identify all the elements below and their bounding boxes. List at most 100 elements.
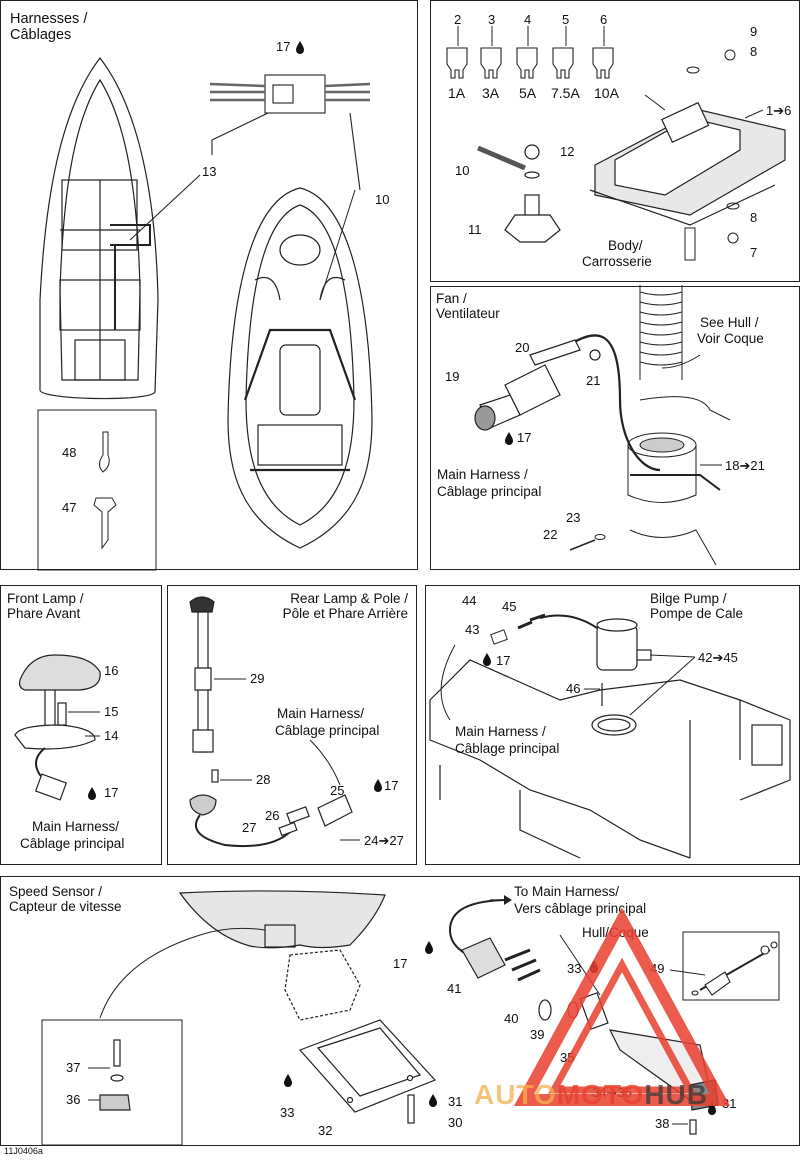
callout-44: 44: [462, 593, 476, 608]
body-label: Body/Carrosserie: [582, 238, 652, 269]
callout-36: 36: [66, 1092, 80, 1107]
callout-41: 41: [447, 981, 461, 996]
boat-hull-top-view: [39, 57, 159, 400]
callout-33-bottom: 33: [280, 1105, 294, 1120]
callout-38: 38: [655, 1116, 669, 1131]
fuse-row: 2 3 4 5 6 1A 3A 5A 7.5A 10A: [446, 12, 620, 101]
callout-47: 47: [62, 500, 76, 515]
fuse-rating-7-5a: 7.5A: [551, 85, 580, 101]
fuse-number-6: 6: [600, 12, 607, 27]
fuse-rating-10a: 10A: [594, 85, 620, 101]
front-lamp-panel: [0, 585, 162, 865]
callout-21: 21: [586, 373, 600, 388]
callout-45: 45: [502, 599, 516, 614]
axle-inset-box: [682, 931, 780, 1001]
speed-sensor-connector: [461, 934, 609, 1030]
ss-to-main-label: To Main Harness/Vers câblage principal: [514, 884, 646, 916]
callout-26: 26: [265, 808, 279, 823]
callout-23: 23: [566, 510, 580, 525]
callout-48: 48: [62, 445, 76, 460]
callout-10-wire: 10: [455, 163, 469, 178]
inset-box: [41, 1019, 183, 1146]
axle-assembly: [691, 941, 778, 996]
callout-7: 7: [750, 245, 757, 260]
fan-connector: [474, 339, 601, 431]
callout-17-fan: 17: [517, 430, 531, 445]
pwc-hull-top-view: [227, 187, 373, 549]
callout-17: 17: [276, 39, 290, 54]
callout-17-rl: 17: [384, 778, 398, 793]
callout-8-top: 8: [750, 44, 757, 59]
drawing-code: 11J0406a: [4, 1146, 43, 1156]
rear-lamp-title: Rear Lamp & Pole / Pôle et Phare Arrière: [282, 591, 408, 621]
callout-29: 29: [250, 671, 264, 686]
callout-42-45: 42➔45: [698, 650, 738, 665]
callout-25: 25: [330, 783, 344, 798]
see-hull-label: See Hull /Voir Coque: [697, 315, 764, 346]
fuse-rating-1a: 1A: [448, 85, 466, 101]
watermark-logo-text: AUTOMOTOHUB: [474, 1079, 708, 1111]
callout-46: 46: [566, 681, 580, 696]
ground-stud: [477, 144, 561, 243]
fan-wire: [554, 334, 661, 472]
rear-lamp-panel: [167, 585, 417, 865]
fuse-box: [589, 94, 786, 226]
callout-24-27: 24➔27: [364, 833, 404, 848]
watermark-part-auto: AUTO: [474, 1079, 557, 1110]
callout-12: 12: [560, 144, 574, 159]
watermark-logo-mark: [513, 907, 731, 1106]
hull-underside: [99, 890, 386, 1021]
callout-28: 28: [256, 772, 270, 787]
clip-box: [37, 409, 157, 571]
callout-43: 43: [465, 622, 479, 637]
callout-19: 19: [445, 369, 459, 384]
callout-33-top: 33: [567, 961, 581, 976]
bilge-pump: [591, 618, 652, 736]
callout-17-fl: 17: [104, 785, 118, 800]
callout-17-bp: 17: [496, 653, 510, 668]
callout-32: 32: [318, 1123, 332, 1138]
watermark-part-moto: MOTO: [556, 1079, 645, 1110]
bilge-pump-title: Bilge Pump / Pompe de Cale: [650, 591, 744, 621]
callout-39: 39: [530, 1027, 544, 1042]
callout-16: 16: [104, 663, 118, 678]
fan-main-harness-label: Main Harness /Câblage principal: [437, 467, 541, 499]
front-lamp-title: Front Lamp / Phare Avant: [7, 591, 84, 621]
callout-15: 15: [104, 704, 118, 719]
callout-11: 11: [468, 222, 482, 237]
callout-27: 27: [242, 820, 256, 835]
rl-main-harness-label: Main Harness/Câblage principal: [275, 706, 379, 738]
fan-duct: [627, 285, 731, 566]
bp-main-harness-label: Main Harness /Câblage principal: [455, 724, 559, 756]
callout-37: 37: [66, 1060, 80, 1075]
front-lamp-assembly: [14, 654, 101, 801]
callout-9: 9: [750, 24, 757, 39]
fuse-number-2: 2: [454, 12, 461, 27]
fuse-number-3: 3: [488, 12, 495, 27]
fl-main-harness-label: Main Harness/Câblage principal: [20, 819, 124, 851]
fan-title: Fan / Ventilateur: [436, 291, 500, 321]
bilge-hull-section: [429, 659, 791, 859]
speed-sensor-title: Speed Sensor / Capteur de vitesse: [9, 884, 122, 914]
transom-plate: [298, 1019, 437, 1124]
harnesses-title: Harnesses / Câblages: [10, 11, 88, 43]
rear-lamp-connector: [278, 794, 353, 837]
callout-1-6: 1➔6: [766, 103, 791, 118]
callout-20: 20: [515, 340, 529, 355]
fuse-number-4: 4: [524, 12, 531, 27]
callout-31-left: 31: [448, 1094, 462, 1109]
rear-lamp-pole: [189, 596, 291, 848]
callout-30: 30: [448, 1115, 462, 1130]
watermark-part-hub: HUB: [644, 1079, 708, 1110]
fuse-rating-5a: 5A: [519, 85, 537, 101]
callout-10: 10: [375, 192, 389, 207]
fuse-number-5: 5: [562, 12, 569, 27]
harnesses-panel: [0, 0, 418, 570]
callout-22: 22: [543, 527, 557, 542]
callout-40: 40: [504, 1011, 518, 1026]
callout-13: 13: [202, 164, 216, 179]
callout-18-21: 18➔21: [725, 458, 765, 473]
bilge-wire: [539, 614, 598, 629]
harness-connector-13: [129, 74, 371, 241]
